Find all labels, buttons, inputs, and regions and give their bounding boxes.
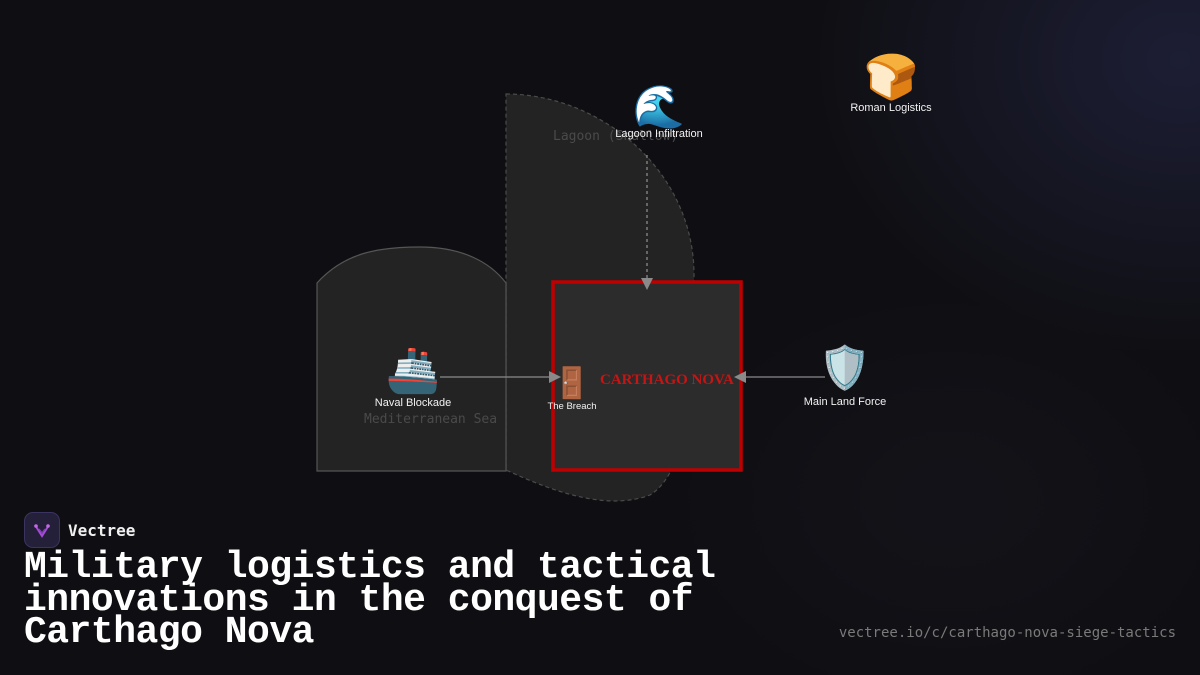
bread-icon: 🍞 xyxy=(863,52,919,103)
source-url[interactable]: vectree.io/c/carthago-nova-siege-tactics xyxy=(838,625,1176,641)
shield-icon: 🛡️ xyxy=(818,343,872,392)
city-label: CARTHAGO NOVA xyxy=(600,372,734,388)
roman-logistics-label: Roman Logistics xyxy=(850,102,932,114)
main-land-force-label: Main Land Force xyxy=(803,396,887,408)
node-the-breach: 🚪 The Breach xyxy=(542,366,602,413)
node-lagoon-infiltration: 🌊 Lagoon Infiltration xyxy=(604,82,714,141)
lagoon-infiltration-label: Lagoon Infiltration xyxy=(615,128,703,140)
sea-region-label: Mediterranean Sea xyxy=(364,412,498,427)
wave-icon: 🌊 xyxy=(632,82,686,131)
node-naval-blockade: 🚢 Naval Blockade xyxy=(363,345,463,410)
page-title: Military logistics and tactical innovati… xyxy=(24,546,716,654)
vectree-logo-icon xyxy=(24,512,60,548)
door-icon: 🚪 xyxy=(553,366,591,401)
sea-region xyxy=(316,246,507,472)
brand: Vectree xyxy=(24,512,135,548)
lagoon-region-label: Lagoon (Shallow) xyxy=(553,129,679,144)
ship-icon: 🚢 xyxy=(385,345,441,396)
node-roman-logistics: 🍞 Roman Logistics xyxy=(841,52,941,115)
the-breach-label: The Breach xyxy=(547,401,597,412)
node-main-land-force: 🛡️ Main Land Force xyxy=(795,343,895,409)
naval-blockade-label: Naval Blockade xyxy=(374,397,452,409)
brand-name: Vectree xyxy=(68,520,136,540)
